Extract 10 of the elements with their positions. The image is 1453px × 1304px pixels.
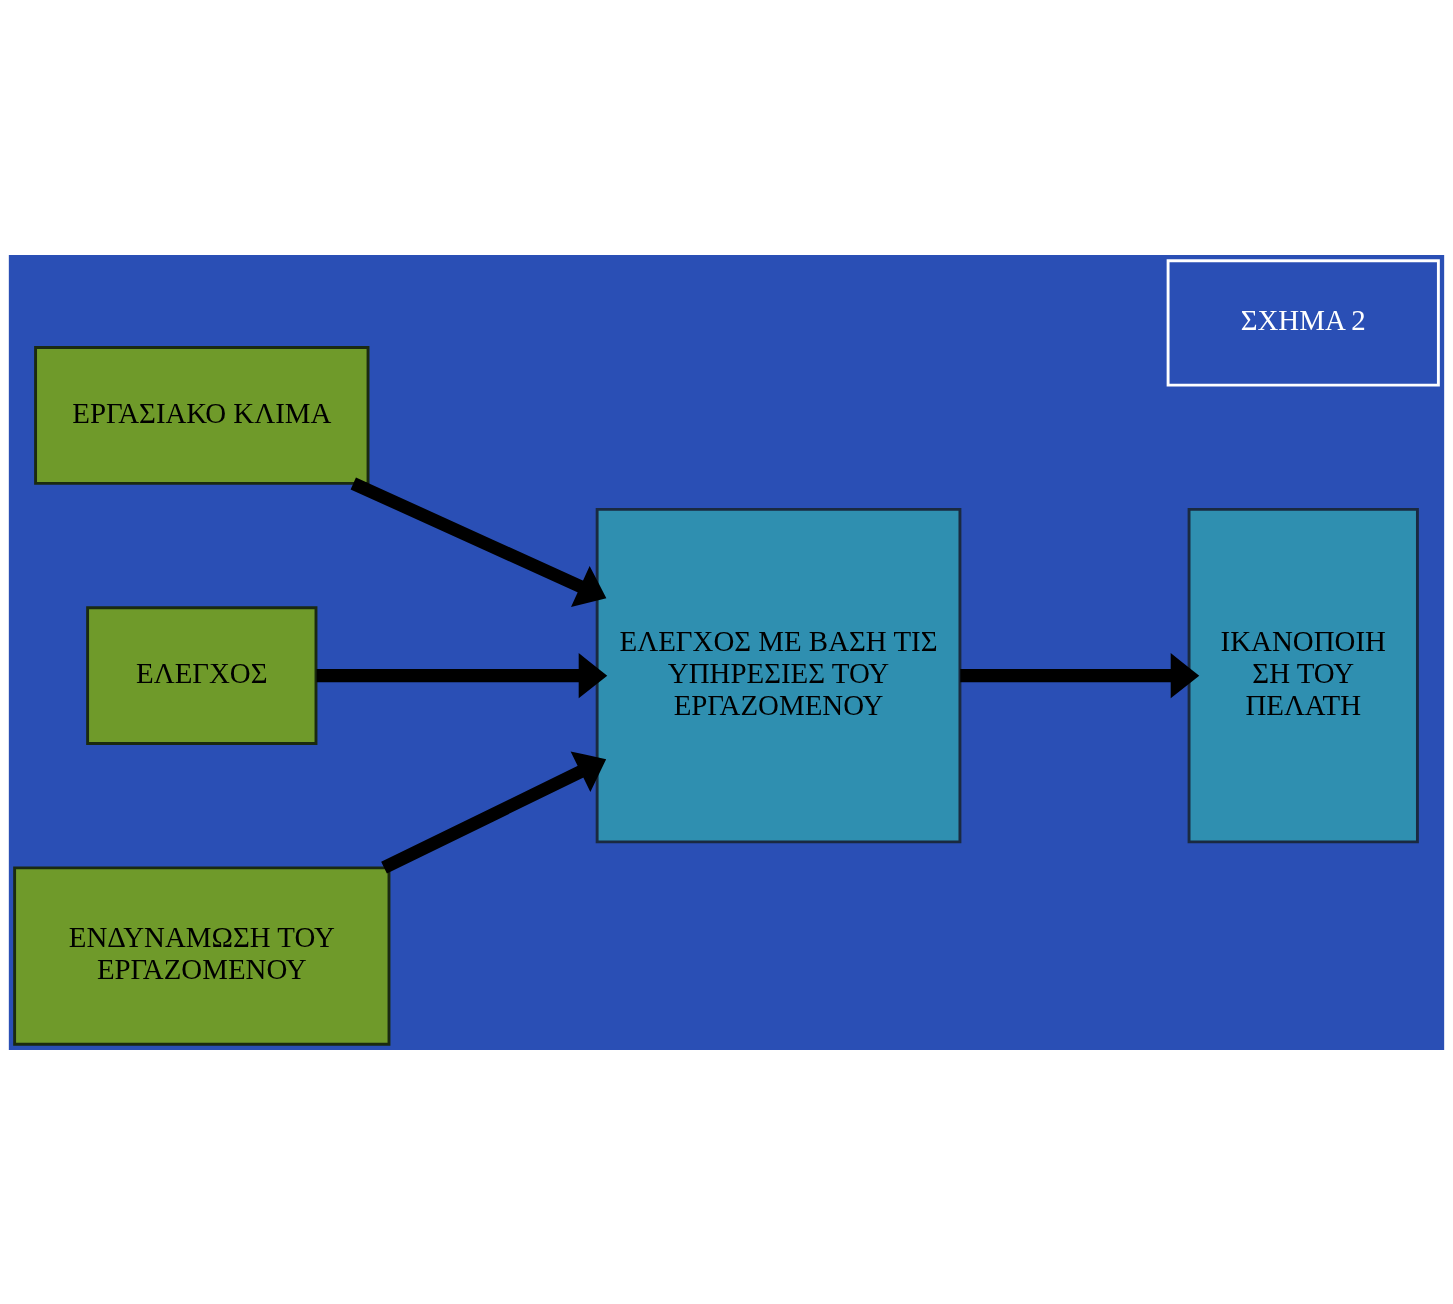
arrow <box>381 750 607 874</box>
node-box: ΕΝΔΥΝΑΜΩΣΗ ΤΟΥ ΕΡΓΑΖΟΜΕΝΟΥ <box>13 865 391 1046</box>
arrow <box>960 652 1200 698</box>
arrow <box>316 652 608 698</box>
node-box: ΙΚΑΝΟΠΟΙΗ ΣΗ ΤΟΥ ΠΕΛΑΤΗ <box>1187 507 1419 843</box>
node-box: ΕΛΕΓΧΟΣ <box>86 605 318 745</box>
node-box: ΕΛΕΓΧΟΣ ΜΕ ΒΑΣΗ ΤΙΣ ΥΠΗΡΕΣΙΕΣ ΤΟΥ ΕΡΓΑΖΟΜΕΝΟΥ <box>595 507 962 843</box>
arrow <box>350 477 607 607</box>
node-box: ΕΡΓΑΣΙΑΚΟ ΚΛΙΜΑ <box>34 345 370 485</box>
node-box: ΣΧΗΜΑ 2 <box>1166 258 1440 387</box>
